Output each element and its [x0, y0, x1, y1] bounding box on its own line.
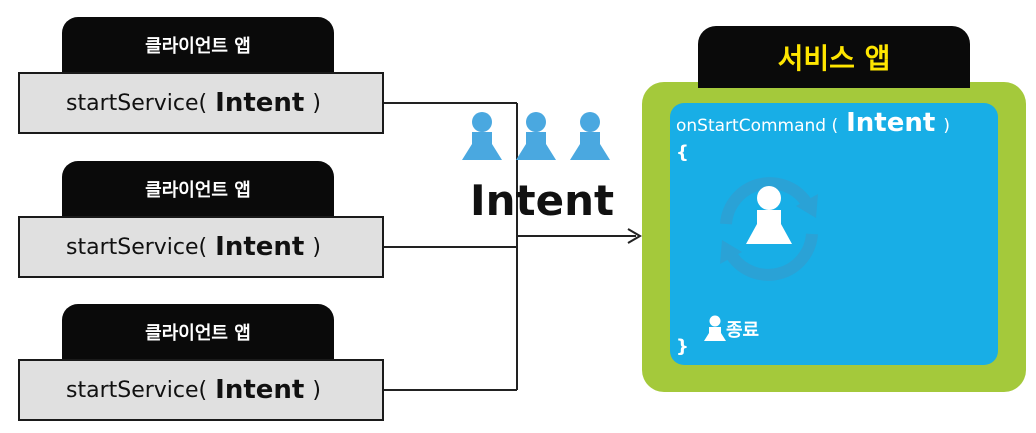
client-app-tab-label: 클라이언트 앱 — [145, 180, 251, 201]
call-suffix: ) — [312, 234, 321, 260]
person-small-icon — [704, 315, 726, 341]
client-app-tab-label: 클라이언트 앱 — [145, 323, 251, 344]
arrow-head-icon — [627, 228, 642, 244]
client-app-tab: 클라이언트 앱 — [62, 304, 334, 360]
person-icons-group — [462, 112, 610, 160]
intent-label: Intent — [470, 176, 615, 225]
end-label: 종료 — [726, 320, 760, 341]
person-icon — [462, 112, 502, 160]
client-app-tab: 클라이언트 앱 — [62, 161, 334, 217]
method-name: onStartCommand ( — [676, 116, 839, 136]
refresh-cycle-icon — [720, 177, 818, 281]
service-app-inner — [670, 103, 998, 365]
person-icon — [570, 112, 610, 160]
close-brace: } — [676, 336, 689, 357]
call-arg: Intent — [215, 375, 305, 405]
call-arg: Intent — [215, 232, 305, 262]
client-app-tab-label: 클라이언트 앱 — [145, 36, 251, 57]
method-close: ) — [943, 116, 950, 136]
on-start-command: onStartCommand ( Intent ) — [676, 108, 950, 138]
service-app-tab: 서비스 앱 — [698, 26, 970, 88]
person-icon — [516, 112, 556, 160]
call-arg: Intent — [215, 88, 305, 118]
person-icon — [746, 186, 792, 244]
call-prefix: startService( — [66, 377, 208, 403]
method-arg: Intent — [846, 108, 936, 138]
client-app-tab: 클라이언트 앱 — [62, 17, 334, 73]
service-app-tab-label: 서비스 앱 — [777, 42, 891, 75]
open-brace: { — [676, 142, 689, 163]
client-call-box: startService( Intent ) — [18, 72, 384, 134]
call-prefix: startService( — [66, 90, 208, 116]
call-prefix: startService( — [66, 234, 208, 260]
call-suffix: ) — [312, 377, 321, 403]
client-call-box: startService( Intent ) — [18, 359, 384, 421]
call-suffix: ) — [312, 90, 321, 116]
client-call-box: startService( Intent ) — [18, 216, 384, 278]
